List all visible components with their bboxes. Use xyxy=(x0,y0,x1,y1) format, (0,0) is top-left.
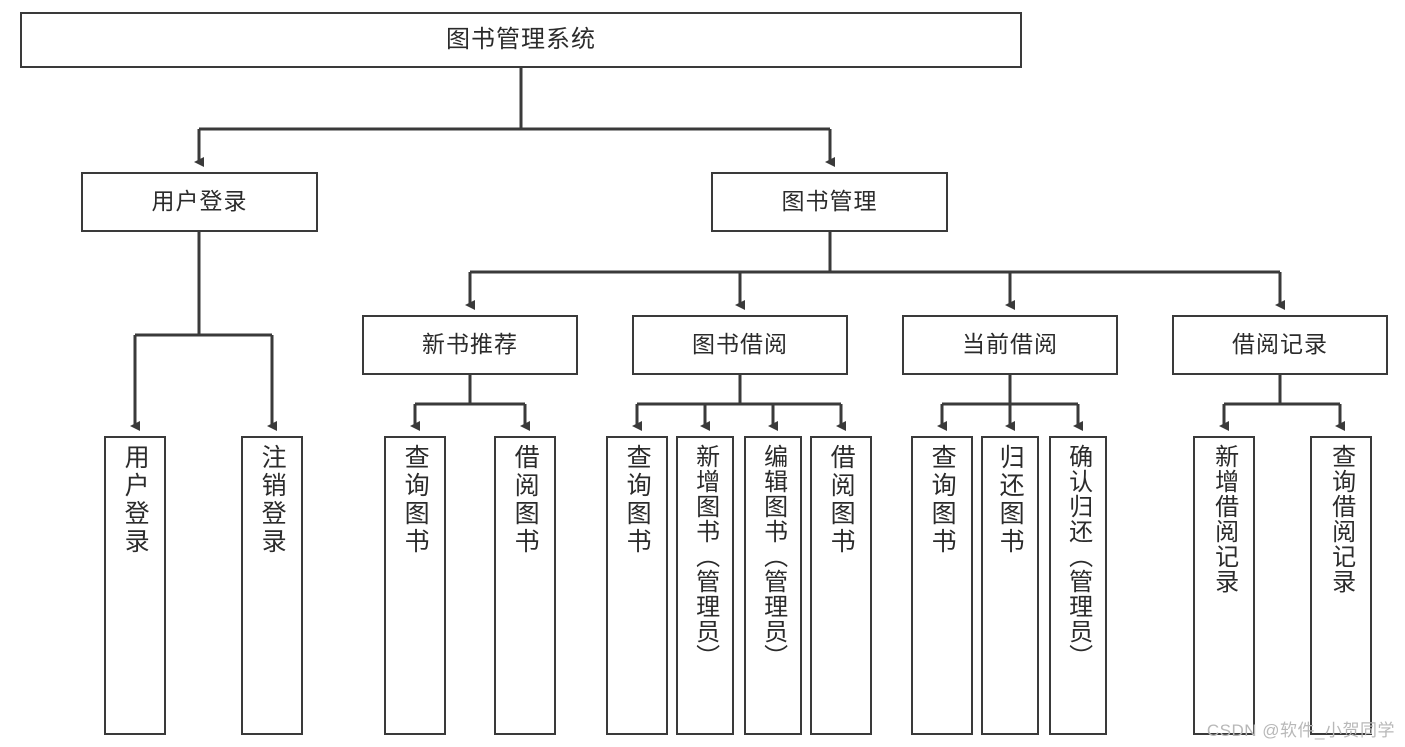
node-user-login[interactable]: 用户登录 xyxy=(81,172,318,232)
node-label: 编辑图书（管理员） xyxy=(759,444,787,669)
node-label: 新增图书（管理员） xyxy=(691,444,719,669)
node-leaf-query-record[interactable]: 查询借阅记录 xyxy=(1310,436,1372,735)
node-book-borrow[interactable]: 图书借阅 xyxy=(632,315,848,375)
node-leaf-return-book[interactable]: 归还图书 xyxy=(981,436,1039,735)
node-label: 借阅图书 xyxy=(511,444,540,556)
node-label: 用户登录 xyxy=(121,444,150,556)
node-label: 查询借阅记录 xyxy=(1327,444,1355,594)
node-root-system[interactable]: 图书管理系统 xyxy=(20,12,1022,68)
node-leaf-user-login[interactable]: 用户登录 xyxy=(104,436,166,735)
watermark: CSDN @软件_小贺同学 xyxy=(1206,721,1395,740)
node-label: 查询图书 xyxy=(623,444,652,556)
node-leaf-logout-login[interactable]: 注销登录 xyxy=(241,436,303,735)
node-book-manage[interactable]: 图书管理 xyxy=(711,172,948,232)
node-label: 图书管理 xyxy=(781,188,878,215)
node-label: 确认归还（管理员） xyxy=(1064,444,1092,669)
node-label: 新增借阅记录 xyxy=(1210,444,1238,594)
node-label: 当前借阅 xyxy=(962,331,1058,358)
node-leaf-borrow-book-1[interactable]: 借阅图书 xyxy=(494,436,556,735)
node-label: 借阅记录 xyxy=(1232,331,1328,358)
node-new-book-recommend[interactable]: 新书推荐 xyxy=(362,315,578,375)
node-leaf-query-book-2[interactable]: 查询图书 xyxy=(606,436,668,735)
node-label: 归还图书 xyxy=(996,444,1025,556)
node-leaf-query-book-1[interactable]: 查询图书 xyxy=(384,436,446,735)
node-leaf-borrow-book-2[interactable]: 借阅图书 xyxy=(810,436,872,735)
node-borrow-record[interactable]: 借阅记录 xyxy=(1172,315,1388,375)
node-leaf-add-record[interactable]: 新增借阅记录 xyxy=(1193,436,1255,735)
node-leaf-edit-book[interactable]: 编辑图书（管理员） xyxy=(744,436,802,735)
node-label: 新书推荐 xyxy=(422,331,518,358)
node-label: 图书借阅 xyxy=(692,331,788,358)
node-label: 查询图书 xyxy=(928,444,957,556)
node-label: 用户登录 xyxy=(151,188,248,215)
node-leaf-confirm-return[interactable]: 确认归还（管理员） xyxy=(1049,436,1107,735)
node-current-borrow[interactable]: 当前借阅 xyxy=(902,315,1118,375)
node-label: 图书管理系统 xyxy=(446,25,596,53)
node-leaf-add-book[interactable]: 新增图书（管理员） xyxy=(676,436,734,735)
node-label: 注销登录 xyxy=(258,444,287,556)
node-leaf-query-book-3[interactable]: 查询图书 xyxy=(911,436,973,735)
node-label: 借阅图书 xyxy=(827,444,856,556)
node-label: 查询图书 xyxy=(401,444,430,556)
